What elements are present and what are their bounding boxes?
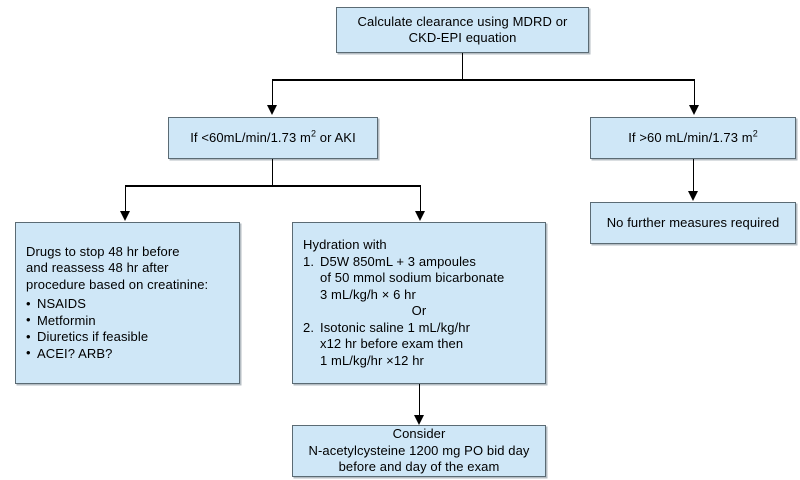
arrowhead-to-consider-box bbox=[414, 415, 424, 425]
node-drugs-to-stop: Drugs to stop 48 hr before and reassess … bbox=[15, 222, 240, 384]
connector-hydration-to-consider bbox=[418, 384, 421, 416]
list-item-cont: 3 mL/kg/h × 6 hr bbox=[303, 287, 535, 304]
list-item: Metformin bbox=[26, 312, 229, 330]
node-calculate-clearance-line1: Calculate clearance using MDRD or bbox=[357, 13, 568, 29]
hydration-heading: Hydration with bbox=[303, 237, 387, 252]
hydration-item1-line1: D5W 850mL + 3 ampoules bbox=[320, 253, 476, 269]
connector-top-split-left-drop bbox=[271, 79, 274, 106]
list-item-cont: 1 mL/kg/hr ×12 hr bbox=[303, 353, 535, 370]
node-branch-low-gfr: If <60mL/min/1.73 m2 or AKI bbox=[168, 117, 378, 159]
connector-low-split-right-drop bbox=[419, 185, 422, 212]
drugs-bullet-list: NSAIDS Metformin Diuretics if feasible A… bbox=[16, 296, 239, 362]
arrowhead-to-no-further bbox=[688, 191, 698, 201]
node-consider-nac: Consider N-acetylcysteine 1200 mg PO bid… bbox=[292, 425, 546, 477]
arrowhead-to-hydration-box bbox=[415, 211, 425, 221]
drugs-line3: procedure based on creatinine: bbox=[26, 276, 209, 292]
list-item: 2. Isotonic saline 1 mL/kg/hr bbox=[303, 320, 535, 337]
hydration-or-separator: Or bbox=[411, 303, 427, 318]
hydration-item2-line2: x12 hr before exam then bbox=[320, 336, 464, 351]
hydration-item1-number: 1. bbox=[303, 253, 315, 269]
branch-high-superscript: 2 bbox=[752, 128, 758, 139]
arrowhead-to-branch-high bbox=[689, 105, 699, 115]
list-item-cont: x12 hr before exam then bbox=[303, 336, 535, 353]
node-hydration: Hydration with 1. D5W 850mL + 3 ampoules … bbox=[292, 222, 546, 384]
hydration-numbered-list: 1. D5W 850mL + 3 ampoules of 50 mmol sodi… bbox=[293, 254, 545, 304]
hydration-item1-line2: of 50 mmol sodium bicarbonate bbox=[320, 270, 505, 285]
list-item-cont: of 50 mmol sodium bicarbonate bbox=[303, 270, 535, 287]
branch-high-prefix: If >60 mL/min/1.73 m bbox=[628, 129, 753, 145]
list-item: 1. D5W 850mL + 3 ampoules bbox=[303, 254, 535, 271]
branch-low-superscript: 2 bbox=[310, 128, 317, 139]
node-calculate-clearance: Calculate clearance using MDRD or CKD-EP… bbox=[336, 7, 589, 53]
connector-high-to-no-further bbox=[692, 159, 695, 192]
hydration-item2-number: 2. bbox=[303, 319, 315, 335]
hydration-numbered-list-2: 2. Isotonic saline 1 mL/kg/hr x12 hr befo… bbox=[293, 320, 545, 370]
list-item: Diuretics if feasible bbox=[26, 329, 229, 346]
hydration-item1-line3: 3 mL/kg/h × 6 hr bbox=[320, 286, 416, 302]
drugs-line1: Drugs to stop 48 hr before bbox=[26, 243, 180, 259]
node-calculate-clearance-line2: CKD-EPI equation bbox=[408, 30, 517, 45]
drugs-line2: and reassess 48 hr after bbox=[26, 260, 169, 276]
hydration-item2-line1: Isotonic saline 1 mL/kg/hr bbox=[320, 319, 471, 335]
consider-line1: Consider bbox=[392, 426, 446, 442]
branch-low-prefix: If <60mL/min/1.73 m bbox=[190, 129, 311, 145]
arrowhead-to-branch-low bbox=[267, 105, 277, 115]
connector-low-split-bar bbox=[125, 185, 421, 187]
hydration-item2-line3: 1 mL/kg/hr ×12 hr bbox=[320, 352, 424, 368]
node-no-further-measures: No further measures required bbox=[590, 202, 796, 244]
branch-low-suffix: or AKI bbox=[316, 129, 356, 145]
arrowhead-to-drugs-box bbox=[120, 211, 130, 221]
connector-low-split-left-drop bbox=[124, 185, 127, 212]
connector-top-split-right-drop bbox=[693, 79, 696, 106]
node-no-further-measures-text: No further measures required bbox=[606, 214, 780, 230]
consider-line3: before and day of the exam bbox=[338, 459, 500, 475]
connector-top-stem bbox=[461, 53, 464, 80]
node-branch-high-gfr: If >60 mL/min/1.73 m2 bbox=[590, 117, 796, 159]
consider-line2: N-acetylcysteine 1200 mg PO bid day bbox=[308, 442, 530, 458]
node-branch-high-gfr-text: If >60 mL/min/1.73 m2 bbox=[591, 128, 795, 147]
list-item: ACEI? ARB? bbox=[26, 345, 229, 363]
connector-low-stem bbox=[271, 159, 274, 186]
list-item: NSAIDS bbox=[26, 296, 229, 313]
node-branch-low-gfr-text: If <60mL/min/1.73 m2 or AKI bbox=[169, 128, 377, 147]
connector-top-split-bar bbox=[272, 79, 694, 81]
